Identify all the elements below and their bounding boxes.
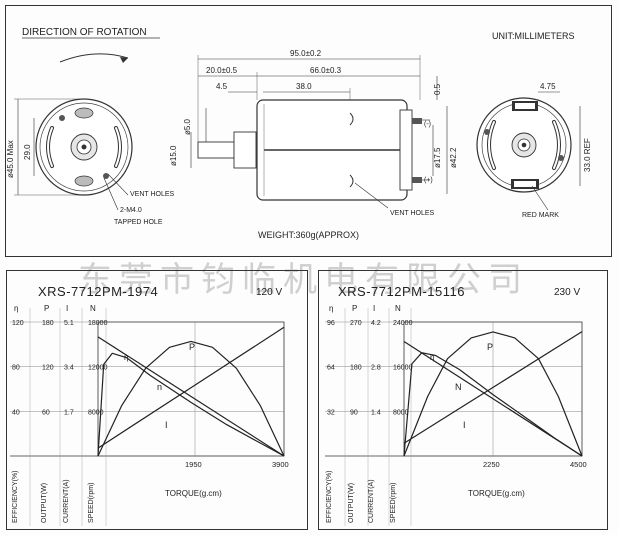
weight-label: WEIGHT:360g(APPROX): [258, 230, 359, 240]
chart1-scale-tick-output: 60: [42, 409, 50, 416]
chart1-efficiency-label: EFFICIENCY(%): [12, 470, 19, 524]
chart1-scale-header-output: P: [44, 304, 49, 313]
chart1-xlabel: TORQUE(g.cm): [165, 489, 222, 498]
chart1-curve-label-p: P: [189, 342, 195, 352]
side-dim-95: 95.0±0.2: [290, 49, 322, 58]
side-dim-66: 66.0±0.3: [310, 66, 342, 75]
chart-panel-1: [6, 270, 308, 530]
rear-dim-33: 33.0 REF: [583, 138, 592, 172]
side-view: [190, 55, 448, 209]
direction-label: DIRECTION OF ROTATION: [22, 27, 147, 38]
side-dim-05: 0.5: [433, 83, 442, 95]
rotation-arrow-icon: [59, 53, 129, 63]
chart2-xlabel: TORQUE(g.cm): [468, 489, 525, 498]
chart1-series-speed: [97, 336, 285, 457]
drawing-panel: [5, 5, 612, 257]
side-dia-15: ø15.0: [169, 145, 178, 166]
chart1-scale-header-speed: N: [90, 304, 96, 313]
chart1-scale-tick-output: 180: [42, 320, 54, 327]
front-dim-29: 29.0: [23, 144, 32, 160]
chart1-plot-frame: [97, 321, 285, 457]
front-dia-max: ø45.0 Max: [6, 140, 15, 178]
drawing-svg: DIRECTION OF ROTATION UNIT:MILLIMETERS: [6, 27, 592, 240]
rear-view: [476, 91, 581, 211]
side-dim-45: 4.5: [216, 82, 228, 91]
chart1-scale-tick-output: 120: [42, 365, 54, 372]
chart1-scale-tick-efficiency: 120: [12, 320, 24, 327]
company-watermark: 东莞市钧临机电有限公司: [78, 260, 529, 300]
chart1-scale-header-current: I: [66, 304, 68, 313]
front-view: [14, 98, 133, 211]
side-dim-38: 38.0: [296, 82, 312, 91]
side-vent-holes: VENT HOLES: [390, 210, 435, 217]
side-dim-20: 20.0±0.5: [206, 66, 238, 75]
chart2-speed-label: SPEED(rpm): [390, 482, 397, 523]
front-vent-holes: VENT HOLES: [130, 191, 175, 198]
chart2-current-label: CURRENT(A): [368, 479, 375, 523]
front-tapped-line1: 2-M4.0: [120, 207, 142, 214]
chart1-scale-header-efficiency: η: [14, 304, 18, 313]
chart1-curve-label-eta: η: [124, 353, 128, 362]
chart1-series-output: [97, 340, 285, 457]
front-tapped-line2: TAPPED HOLE: [114, 219, 163, 226]
chart1-output-label: OUTPUT(W): [41, 482, 48, 523]
chart1-title: XRS-7712PM-1974: [38, 284, 159, 299]
chart1-curve-label-n: n: [157, 382, 162, 392]
chart2-voltage: 230 V: [554, 287, 581, 298]
chart1-scale-tick-speed: 8000: [88, 409, 104, 416]
chart2-title: XRS-7712PM-15116: [338, 284, 465, 299]
chart1-series-current: [97, 326, 285, 449]
chart1-curve-label-i: I: [165, 420, 168, 430]
chart1-speed-label: SPEED(rpm): [88, 482, 95, 523]
chart1-scale-tick-current: 5.1: [64, 320, 74, 327]
side-dia-422: ø42.2: [449, 147, 458, 168]
side-dia-175: ø17.5: [433, 147, 442, 168]
rear-dim-475: 4.75: [540, 82, 556, 91]
chart2-efficiency-label: EFFICIENCY(%): [326, 470, 333, 524]
rear-red-mark: RED MARK: [522, 212, 559, 219]
chart1-scale-tick-speed: 18000: [88, 320, 108, 327]
chart1-xtick: 1950: [185, 460, 202, 469]
chart1-scale-tick-current: 3.4: [64, 365, 74, 372]
chart1-xtick: 3900: [272, 460, 289, 469]
chart-panel-2: [318, 270, 608, 530]
side-dia-5: ø5.0: [183, 118, 192, 135]
chart1-scale-tick-current: 1.7: [64, 409, 74, 416]
chart1-series-efficiency: [97, 352, 285, 457]
chart1-voltage: 120 V: [256, 287, 283, 298]
chart1-current-label: CURRENT(A): [63, 479, 70, 523]
unit-label: UNIT:MILLIMETERS: [492, 31, 575, 41]
chart1-scale-tick-speed: 12000: [88, 365, 108, 372]
chart1-scale-tick-efficiency: 80: [12, 365, 20, 372]
side-minus: (-): [424, 121, 431, 128]
chart1-scale-tick-efficiency: 40: [12, 409, 20, 416]
chart2-output-label: OUTPUT(W): [348, 482, 355, 523]
side-plus: (+): [424, 177, 433, 184]
